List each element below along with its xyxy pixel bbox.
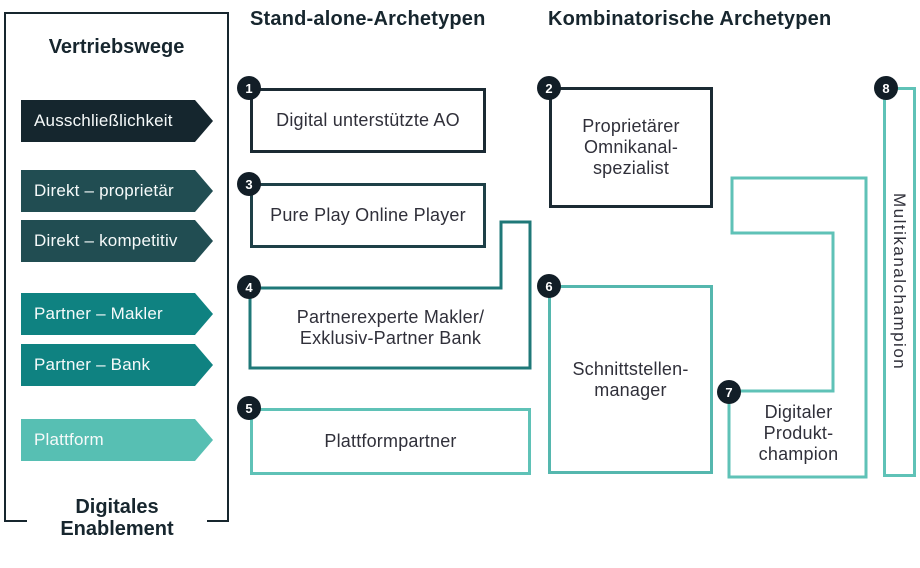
channel-label: Direkt – kompetitiv [34,231,178,250]
archetype-2-label-line: Omnikanal- [583,137,679,157]
archetype-8-label: Multikanalchampion [890,193,909,371]
archetype-3-box: Pure Play Online Player [250,183,486,248]
footer-line: Digitales [75,496,159,518]
archetype-2-label-line: Proprietärer [582,116,680,136]
combinatorial-column-header: Kombinatorische Archetypen [548,8,832,30]
channel-arrow-plattform: Plattform [21,419,213,461]
vertriebswege-title: Vertriebswege [48,36,185,58]
archetype-2-label-line: spezialist [592,158,670,178]
archetype-1-badge: 1 [237,76,261,100]
channel-arrow-direkt-proprietaer: Direkt – proprietär [21,170,213,212]
standalone-column-header: Stand-alone-Archetypen [250,8,486,30]
archetype-6-badge: 6 [537,274,561,298]
channel-arrow-partner-bank: Partner – Bank [21,344,213,386]
archetype-7-badge: 7 [717,380,741,404]
channel-arrow-direkt-kompetitiv: Direkt – kompetitiv [21,220,213,262]
archetype-1-label: Digital unterstützte AO [276,110,460,130]
archetype-6-label-line: Schnittstellen- [572,358,689,379]
archetype-7-label-line: Digitaler [764,402,833,422]
archetype-2-badge: 2 [537,76,561,100]
channel-label: Ausschließlichkeit [34,111,173,130]
digitales-enablement-label: Digitales Enablement [27,494,207,542]
archetype-3-label: Pure Play Online Player [270,205,466,225]
archetype-8-box: Multikanalchampion [883,87,916,477]
archetype-4-label-line: Partnerexperte Makler/ [296,306,485,327]
archetype-4-box: Partnerexperte Makler/ Exklusiv-Partner … [253,290,528,365]
archetype-6-label-line: manager [594,379,667,400]
archetype-2-box: Proprietärer Omnikanal- spezialist [549,87,713,208]
channel-label: Partner – Bank [34,355,151,374]
archetype-4-label-line: Exklusiv-Partner Bank [299,327,482,348]
channel-arrow-ausschliesslichkeit: Ausschließlichkeit [21,100,213,142]
archetype-5-box: Plattformpartner [250,408,531,475]
archetype-6-box: Schnittstellen- manager [548,285,713,474]
archetype-7-box: Digitaler Produkt- champion [733,392,864,475]
archetype-7-label-line: champion [758,444,839,464]
archetype-4-badge: 4 [237,275,261,299]
channel-label: Plattform [34,430,104,449]
channel-arrow-partner-makler: Partner – Makler [21,293,213,335]
archetype-4-outline [248,220,532,370]
archetype-1-box: Digital unterstützte AO [250,88,486,153]
archetype-5-badge: 5 [237,396,261,420]
channel-label: Direkt – proprietär [34,181,174,200]
archetype-5-label: Plattformpartner [324,431,457,451]
channel-label: Partner – Makler [34,304,163,323]
archetype-8-badge: 8 [874,76,898,100]
archetype-7-outline [727,176,868,479]
archetype-3-badge: 3 [237,172,261,196]
archetype-7-label-line: Produkt- [763,423,834,443]
footer-line: Enablement [60,518,174,540]
